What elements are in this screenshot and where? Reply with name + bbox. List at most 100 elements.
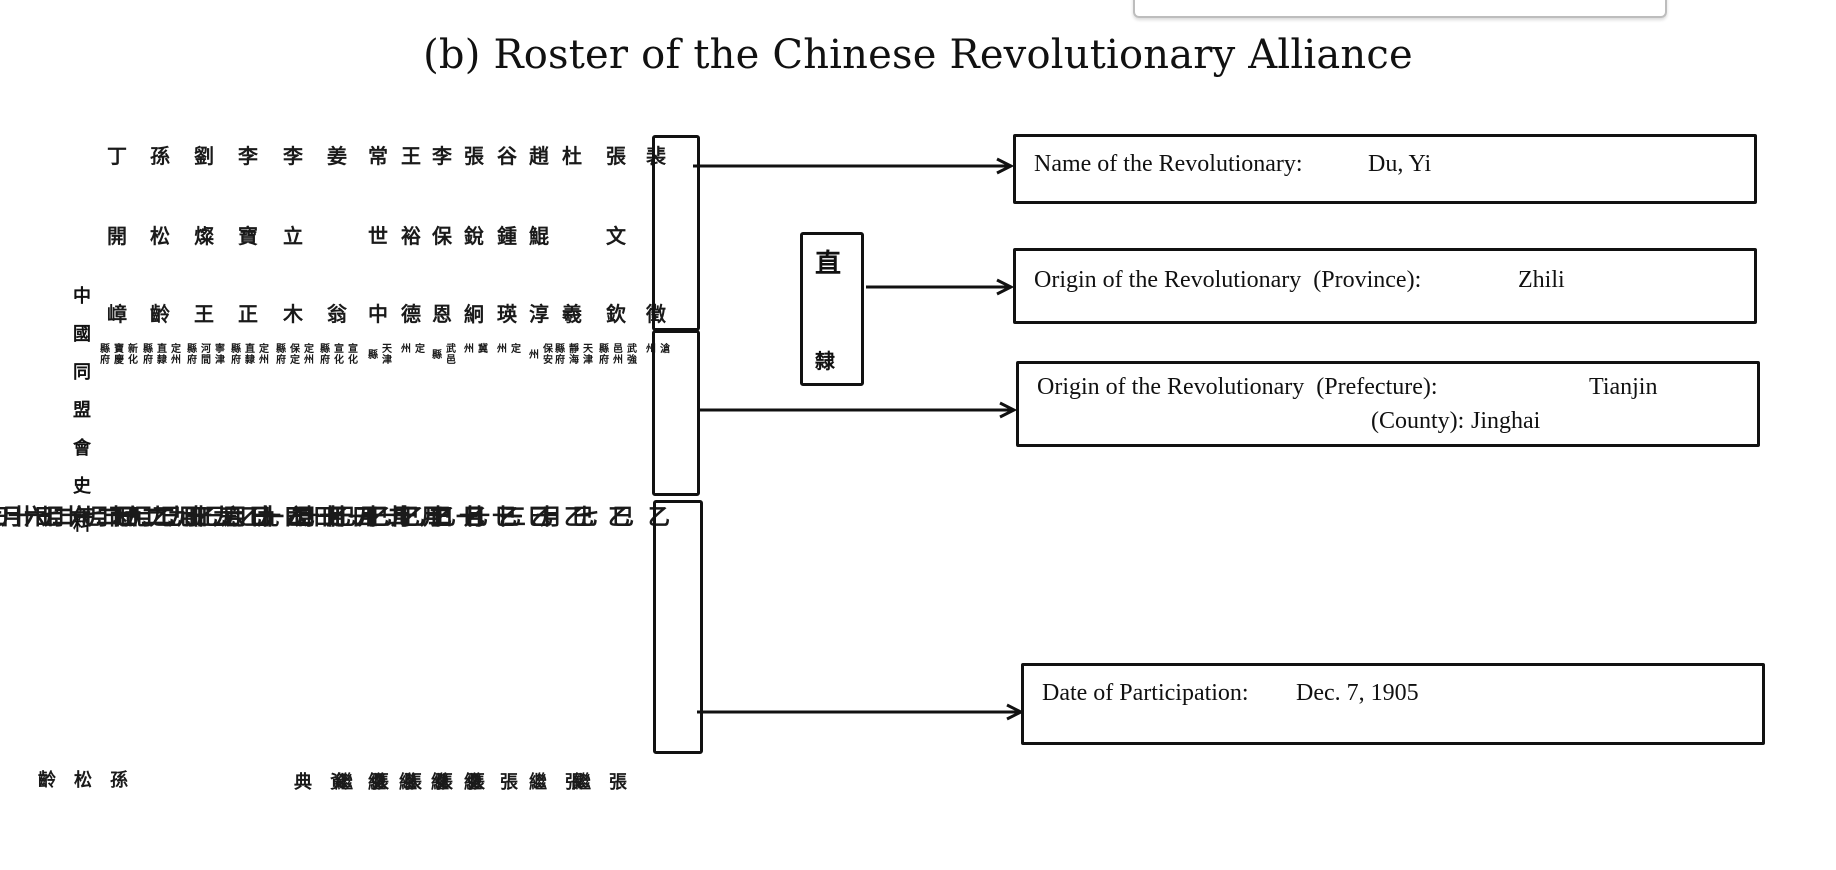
name-char: 裕: [401, 224, 421, 248]
origin-text: 天津: [379, 343, 391, 365]
annotation-date-label: Date of Participation:: [1042, 680, 1249, 706]
introducer-cell: 張繼: [365, 772, 422, 812]
name-char: 銳: [464, 224, 484, 248]
origin-text: 天津: [580, 343, 592, 365]
name-char: 嶂: [107, 302, 127, 326]
annotation-prefecture-value: Tianjin: [1589, 374, 1658, 400]
origin-text: 縣府: [273, 343, 285, 365]
origin-text: 州: [526, 348, 538, 360]
origin-text: 州: [461, 343, 473, 354]
origin-text: 縣府: [596, 343, 608, 365]
name-char: 李: [283, 144, 303, 168]
name-char: 翁: [327, 302, 347, 326]
name-char: 常: [368, 144, 388, 168]
origin-text: 州: [494, 343, 506, 354]
date-cell: 乙巳十月二日: [347, 505, 552, 527]
name-char: 淳: [529, 302, 549, 326]
date-cell: 乙巳九月十九日: [109, 505, 350, 527]
origin-text: 保安: [540, 343, 552, 365]
origin-text: 靜海: [566, 343, 578, 365]
vertical-title-char: 史: [73, 476, 91, 497]
introducer-cell: 張繼: [332, 772, 389, 812]
introducer-cell: 張繼: [428, 772, 485, 812]
name-char: 立: [283, 224, 303, 248]
origin-text: 縣: [429, 348, 441, 360]
name-char: 松: [150, 224, 170, 248]
origin-text: 縣府: [317, 343, 329, 365]
origin-text: 州: [398, 343, 410, 354]
origin-text: 邑州: [610, 343, 622, 365]
name-char: 齡: [150, 302, 170, 326]
introducer-cell: 資典: [291, 772, 348, 812]
date-cell: 乙巳十月十六日: [183, 505, 424, 527]
origin-cell: 武邑縣: [418, 343, 466, 365]
name-char: 谷: [497, 144, 517, 168]
origin-text: 定: [508, 343, 520, 354]
vertical-title-char: 同: [73, 362, 91, 383]
name-char: 鍾: [497, 224, 517, 248]
origin-cell: 定州保定縣府: [269, 343, 317, 365]
origin-text: 定州: [301, 343, 313, 365]
name-char: 絅: [464, 302, 484, 326]
origin-cell: 天津縣: [354, 343, 402, 365]
name-char: 王: [194, 302, 214, 326]
date-cell: 乙巳十月二十三日: [178, 505, 455, 527]
name-char: 中: [368, 302, 388, 326]
name-char: 燦: [194, 224, 214, 248]
origin-cell: 天津靜海縣府: [548, 343, 596, 365]
name-char: 趙: [529, 144, 549, 168]
date-cell: 乙巳九月二十六日: [29, 505, 306, 527]
name-char: 世: [368, 224, 388, 248]
annotation-prefecture-label: Origin of the Revolutionary (Prefecture)…: [1037, 374, 1438, 400]
name-char: 張: [464, 144, 484, 168]
annotation-province-box: Origin of the Revolutionary (Province): …: [1013, 248, 1757, 324]
vertical-title-char: 國: [73, 324, 91, 345]
origin-text: 縣府: [140, 343, 152, 365]
name-char: 李: [238, 144, 258, 168]
name-char: 孫: [150, 144, 170, 168]
province-char-2: 隸: [815, 349, 835, 373]
name-char: 李: [432, 144, 452, 168]
province-label-box: 直 隸: [800, 232, 864, 386]
origin-text: 定州: [168, 343, 180, 365]
date-cell: 乙巳九月二十六日: [0, 505, 261, 527]
origin-text: 滄: [657, 343, 669, 354]
origin-text: 寧津: [212, 343, 224, 365]
origin-text: 宣化: [331, 343, 343, 365]
province-char-1: 直: [815, 249, 842, 279]
name-char: 欽: [606, 302, 626, 326]
vertical-title-char: 盟: [73, 400, 91, 421]
annotation-name-label: Name of the Revolutionary:: [1034, 151, 1303, 177]
annotation-date-box: Date of Participation: Dec. 7, 1905: [1021, 663, 1765, 745]
highlight-origin: [652, 330, 700, 496]
origin-text: 河間: [198, 343, 210, 365]
name-char: 劉: [194, 144, 214, 168]
annotation-county-value: Jinghai: [1471, 408, 1541, 434]
annotation-county-label: (County):: [1371, 408, 1465, 434]
origin-text: 宣化: [345, 343, 357, 365]
origin-cell: 保安州: [515, 343, 563, 365]
highlight-name: [652, 135, 700, 331]
origin-text: 冀: [475, 343, 487, 354]
vertical-title-char: 會: [73, 438, 91, 459]
date-cell: 乙巳十一月十二日: [114, 505, 391, 527]
name-char: 瑛: [497, 302, 517, 326]
date-cell: 乙巳七月十二日: [4, 505, 173, 527]
date-cell: 乙巳十月十六日: [246, 505, 487, 527]
vertical-title-char: 料: [73, 514, 91, 535]
name-char: 恩: [432, 302, 452, 326]
name-char: 丁: [107, 144, 127, 168]
annotation-name-value: Du, Yi: [1368, 151, 1432, 177]
origin-cell: 滄州: [632, 343, 680, 354]
annotation-origin-box: Origin of the Revolutionary (Prefecture)…: [1016, 361, 1760, 447]
name-char: 杜: [562, 144, 582, 168]
origin-text: 直隸: [154, 343, 166, 365]
name-char: 德: [401, 302, 421, 326]
figure-caption: (b) Roster of the Chinese Revolutionary …: [423, 32, 1413, 78]
origin-text: 新化: [125, 343, 137, 365]
origin-cell: 定州直隸縣府: [136, 343, 184, 365]
name-char: 木: [283, 302, 303, 326]
introducer-cell: 張繼: [396, 772, 453, 812]
name-char: 鯤: [529, 224, 549, 248]
